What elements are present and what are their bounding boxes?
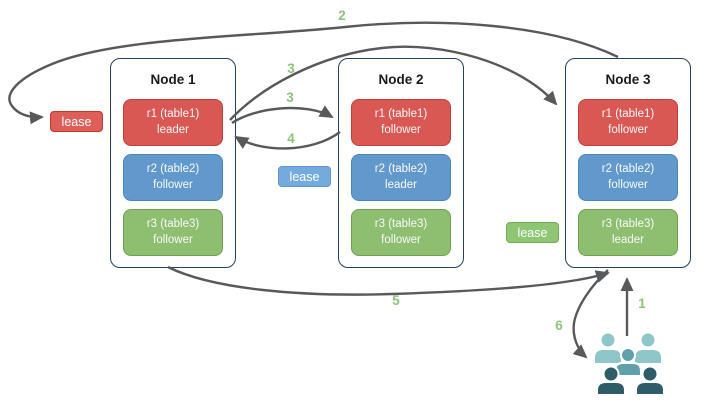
node-2: Node 2 r1 (table1) follower r2 (table2) …	[338, 58, 464, 268]
replica-range: r2 (table2)	[601, 163, 655, 176]
node-2-replica-r2: r2 (table2) leader	[351, 154, 451, 201]
replica-role: leader	[157, 123, 189, 136]
node-2-replica-r1: r1 (table1) follower	[351, 99, 451, 146]
node-3: Node 3 r1 (table1) follower r2 (table2) …	[565, 58, 691, 268]
node-1-replica-r2: r2 (table2) follower	[123, 154, 223, 201]
step-label-6: 6	[555, 318, 563, 333]
replica-range: r1 (table1)	[374, 108, 428, 121]
node-2-title: Node 2	[378, 72, 424, 87]
lease-badge-r2: lease	[278, 166, 331, 187]
replica-range: r1 (table1)	[146, 108, 200, 121]
node-3-replica-r1: r1 (table1) follower	[578, 99, 678, 146]
replica-range: r3 (table3)	[601, 218, 655, 231]
replica-range: r3 (table3)	[146, 218, 200, 231]
arrow-step-3-leader-to-node2	[231, 105, 334, 124]
node-3-replica-r3: r3 (table3) leader	[578, 209, 678, 256]
arrow-step-5-node1-to-node3	[167, 265, 610, 296]
lease-badge-r3: lease	[506, 222, 559, 243]
node-1-replica-r1: r1 (table1) leader	[123, 99, 223, 146]
node-3-replica-r2: r2 (table2) follower	[578, 154, 678, 201]
step-label-3b: 3	[286, 90, 294, 105]
step-label-1: 1	[638, 296, 646, 311]
replica-role: follower	[381, 233, 421, 246]
replica-range: r2 (table2)	[146, 163, 200, 176]
replica-range: r1 (table1)	[601, 108, 655, 121]
replica-range: r2 (table2)	[374, 163, 428, 176]
lease-badge-r1: lease	[50, 111, 103, 132]
arrow-step-2-gateway-to-lease	[8, 21, 619, 125]
node-3-title: Node 3	[605, 72, 651, 87]
node-1-title: Node 1	[150, 72, 196, 87]
replica-role: follower	[608, 178, 648, 191]
step-label-3a: 3	[287, 61, 295, 76]
replica-role: leader	[385, 178, 417, 191]
step-label-5: 5	[392, 293, 400, 308]
replica-range: r3 (table3)	[374, 218, 428, 231]
node-1: Node 1 r1 (table1) leader r2 (table2) fo…	[110, 58, 236, 268]
node-1-replica-r3: r3 (table3) follower	[123, 209, 223, 256]
replica-role: follower	[381, 123, 421, 136]
replica-role: follower	[153, 233, 193, 246]
step-label-4: 4	[287, 131, 295, 146]
replica-role: follower	[153, 178, 193, 191]
replica-role: follower	[608, 123, 648, 136]
users-icon	[593, 331, 665, 396]
node-2-replica-r3: r3 (table3) follower	[351, 209, 451, 256]
step-label-2: 2	[338, 8, 346, 23]
arrow-step-6-node3-to-client	[572, 269, 609, 359]
replica-role: leader	[612, 233, 644, 246]
